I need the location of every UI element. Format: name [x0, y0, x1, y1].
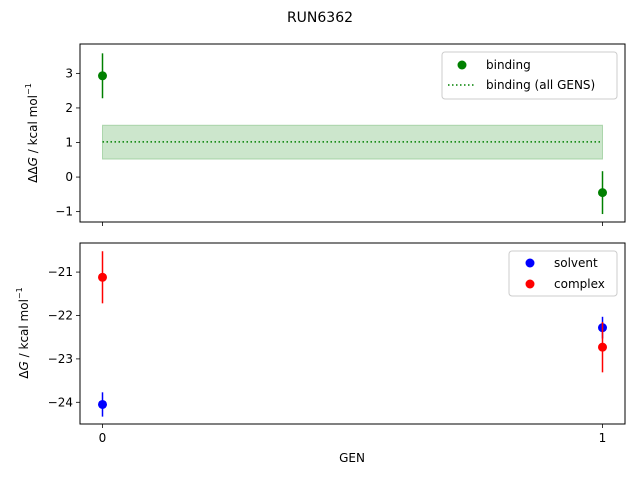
dg-x-tick-label: 1 [599, 431, 607, 445]
dg-y-tick-label: −21 [48, 265, 73, 279]
dg-y-axis: −24 −23 −22 −21 [48, 265, 80, 409]
solvent-point [98, 399, 107, 409]
solvent-legend-label: solvent [554, 256, 598, 270]
binding-point [598, 188, 607, 198]
binding-legend-box [441, 51, 618, 100]
complex-legend-marker [525, 279, 535, 289]
binding-y-tick-label: 1 [65, 136, 73, 150]
binding-y-axis-label: ΔΔG / kcal mol−1 [24, 83, 40, 183]
dg-legend-box [508, 250, 618, 297]
binding-point [98, 71, 107, 81]
binding-y-axis: −1 0 1 2 3 [55, 66, 80, 219]
dg-x-tick-label: 0 [99, 431, 107, 445]
binding-y-tick-label: 3 [65, 66, 73, 80]
dg-y-axis-label-unit: / kcal mol [17, 299, 31, 361]
binding-legend-label: binding [486, 58, 531, 72]
dg-y-tick-label: −23 [48, 352, 73, 366]
binding-panel-frame [79, 43, 626, 223]
complex-legend-label: complex [554, 277, 605, 291]
figure-title: RUN6362 [287, 10, 353, 26]
binding-points-layer [98, 53, 607, 215]
dg-panel-frame [79, 242, 626, 425]
x-axis-label: GEN [339, 451, 365, 465]
complex-point [598, 342, 607, 352]
complex-point [98, 272, 107, 282]
dg-y-axis-label-delta: Δ [17, 370, 31, 379]
binding-y-axis-label-exponent: −1 [24, 83, 33, 95]
dg-y-axis-label: ΔG / kcal mol−1 [15, 287, 31, 378]
binding-legend: binding binding (all GENS) [441, 51, 618, 100]
binding-all-gens-legend-label: binding (all GENS) [486, 78, 595, 92]
binding-y-tick-label: −1 [55, 205, 73, 219]
dg-y-axis-label-var: G [17, 361, 31, 370]
binding-y-axis-label-var: G [26, 157, 40, 166]
binding-y-axis-label-unit: / kcal mol [26, 95, 40, 157]
dg-y-tick-label: −24 [48, 395, 73, 409]
dg-y-tick-label: −22 [48, 308, 73, 322]
binding-x-axis [102, 222, 603, 226]
solvent-legend-marker [525, 258, 535, 268]
dg-y-axis-label-exponent: −1 [15, 287, 24, 299]
binding-y-tick-label: 0 [65, 170, 73, 184]
dg-legend: solvent complex [508, 250, 618, 297]
dg-points-layer [98, 251, 607, 417]
binding-legend-marker [457, 60, 467, 70]
binding-y-tick-label: 2 [65, 101, 73, 115]
binding-y-axis-label-delta: ΔΔ [26, 166, 40, 183]
